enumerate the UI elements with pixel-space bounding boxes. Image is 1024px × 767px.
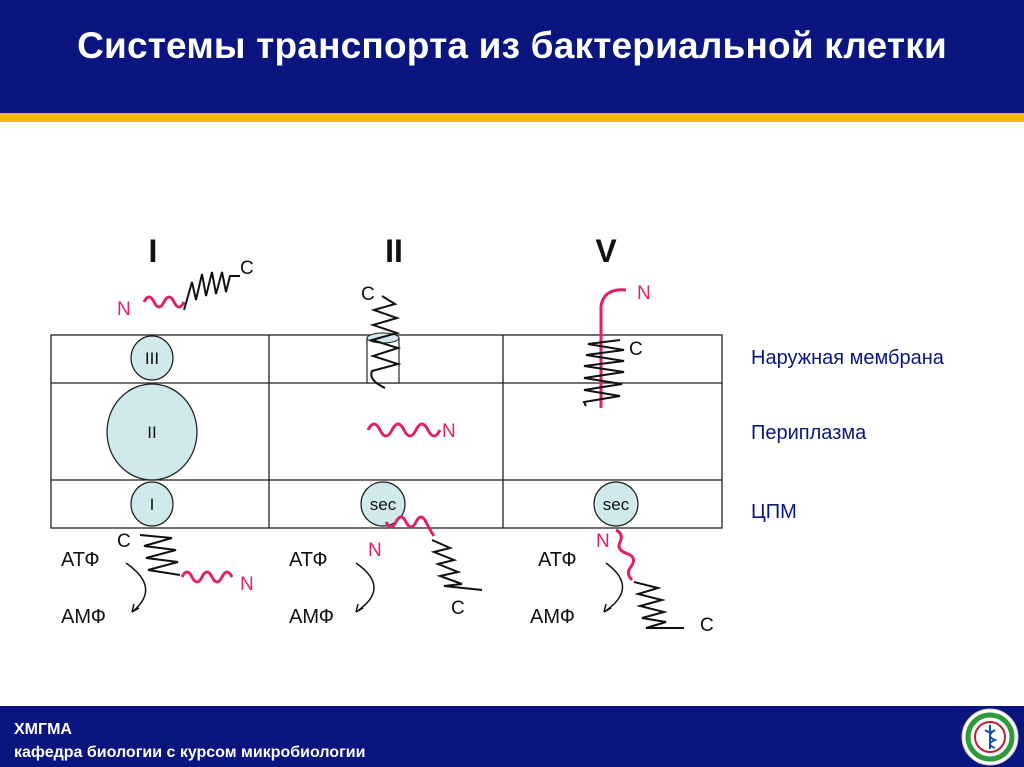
title-bar [0,0,1024,113]
system2-atp-arrow [355,562,375,613]
component-ii-label: II [147,423,156,442]
component-i-label: I [150,495,155,514]
component-iii [130,335,174,381]
system1-top-n-label: N [117,299,131,320]
system2-periplasm-n-label: N [442,421,456,442]
component-iii-label: III [145,349,159,368]
system5-bottom-n-label: N [596,531,610,552]
system5-barrel-coils [582,339,625,407]
system5-bottom-c-label: C [700,615,714,636]
system5-autotransporter-pink [599,288,627,408]
page-title: Системы транспорта из бактериальной клет… [77,25,947,66]
component-ii [106,383,198,481]
system5-top-n-label: N [637,283,651,304]
system5-atp-arrow [603,562,624,613]
system1-bottom-c-segment [139,534,181,576]
component-i [130,481,174,527]
footer-bar [0,706,1024,767]
system5-bottom-c-segment [633,581,684,629]
system-label-5: V [595,233,617,269]
system5-sec-label: sec [603,495,630,514]
system2-periplasm-segment [366,422,442,438]
system2-bottom-c-label: C [451,598,465,619]
system5-atp: АТФ [538,549,577,571]
system2-sec [360,481,406,527]
system1-top-c-label: C [240,258,254,279]
system2-outer-segment [368,295,402,389]
footer-department: кафедра биологии с курсом микробиологии [14,744,366,761]
system-label-2: II [385,233,403,269]
system1-protein-n-segment [142,295,186,309]
system5-amp: АМФ [530,606,575,628]
footer-org: ХМГМА [14,721,72,738]
system1-atp: АТФ [61,549,100,571]
system1-bottom-c-label: C [117,531,131,552]
system2-amp: АМФ [289,606,334,628]
layer-label-cpm: ЦПМ [751,501,797,523]
system1-arrowhead [131,603,140,613]
system1-bottom-n-label: N [240,574,254,595]
system2-bottom-n-label: N [368,540,382,561]
academy-logo-icon [961,708,1019,766]
layer-label-outer-membrane: Наружная мембрана [751,347,945,369]
title-underline [0,113,1024,122]
system1-protein-c-segment [183,271,240,311]
system1-atp-arrow [125,562,147,613]
system2-bottom-n-segment [384,515,436,537]
system1-bottom-n-segment [180,570,234,584]
system2-bottom-c-segment [430,539,483,591]
system5-top-c-label: C [629,339,643,360]
system2-top-c-label: C [361,284,375,305]
system-label-1: I [149,233,158,269]
system5-arrowhead [603,603,612,613]
layer-label-periplasm: Периплазма [751,422,867,444]
system5-sec [593,481,639,527]
system1-amp: АМФ [61,606,106,628]
system5-bottom-n-segment [615,528,635,582]
system2-atp: АТФ [289,549,328,571]
system2-arrowhead [355,603,364,613]
system2-sec-label: sec [370,495,397,514]
